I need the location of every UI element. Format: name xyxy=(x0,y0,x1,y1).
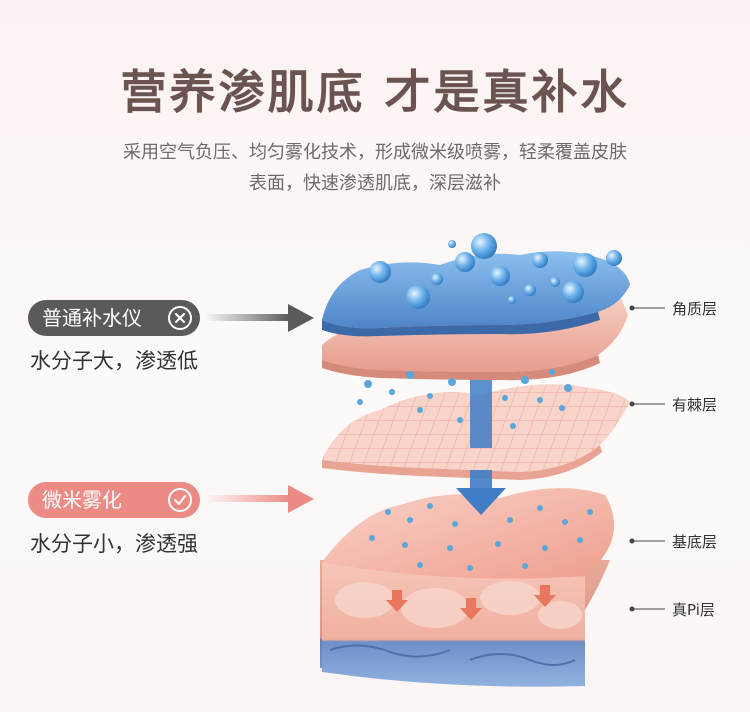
basal-dermis-block xyxy=(320,488,614,687)
water-droplets xyxy=(369,233,622,309)
normal-device-description: 水分子大，渗透低 xyxy=(30,349,198,373)
normal-pointer-arrow xyxy=(205,304,314,332)
page-title: 营养渗肌底 才是真补水 xyxy=(120,65,630,119)
layer-label-stratum-corneum: 角质层 xyxy=(672,300,718,318)
flow-arrow xyxy=(456,378,506,515)
subtitle-line-1: 采用空气负压、均匀雾化技术，形成微米级喷雾，轻柔覆盖皮肤 xyxy=(123,142,627,163)
mist-droplets xyxy=(357,369,593,571)
layer-label-spinous: 有棘层 xyxy=(672,396,718,414)
subtitle: 采用空气负压、均匀雾化技术，形成微米级喷雾，轻柔覆盖皮肤 表面，快速渗透肌底，深… xyxy=(60,137,690,199)
subtitle-line-2: 表面，快速渗透肌底，深层滋补 xyxy=(249,173,501,194)
layer-label-dermis: 真Pi层 xyxy=(672,601,715,619)
layer-leader-lines xyxy=(629,305,665,612)
micro-mist-badge: 微米雾化 xyxy=(28,482,200,518)
normal-device-badge: 普通补水仪 xyxy=(28,300,200,336)
micro-pointer-arrow xyxy=(205,485,314,513)
micro-mist-description: 水分子小，渗透强 xyxy=(30,532,198,556)
stratum-corneum-stack xyxy=(322,251,630,381)
normal-device-label: 普通补水仪 xyxy=(42,306,142,330)
layer-label-basal: 基底层 xyxy=(672,533,718,551)
x-circle-icon xyxy=(168,306,192,330)
check-circle-icon xyxy=(168,488,192,512)
micro-mist-label: 微米雾化 xyxy=(42,488,122,512)
